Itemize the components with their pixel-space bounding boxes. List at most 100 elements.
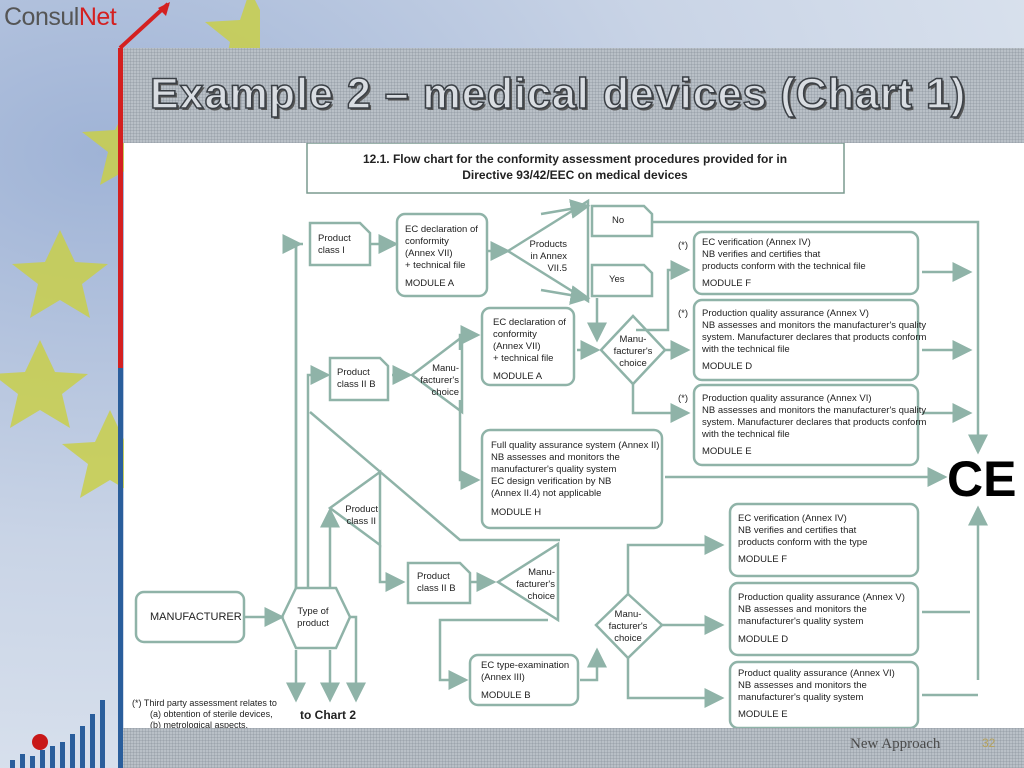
choice-top-1: Manu- [620, 334, 647, 345]
manufacturer-choice-diamond-bottom [594, 592, 664, 660]
classIIb-top-1: Product [337, 367, 370, 378]
yes-box [590, 263, 654, 298]
choice-low-2: facturer's [609, 621, 648, 632]
choice-top-3: choice [619, 358, 646, 369]
ec-type-examination-b-box [468, 653, 580, 707]
eTop-1: Production quality assurance (Annex VI) [702, 393, 872, 404]
bar-graph-decoration [10, 700, 105, 768]
h-6: MODULE H [491, 507, 541, 518]
ce-mark: CE [947, 451, 1016, 507]
production-qa-d-bottom-box [728, 581, 920, 657]
dTop-1: Production quality assurance (Annex V) [702, 308, 869, 319]
full-qa-h-box [480, 428, 664, 530]
h-1: Full quality assurance system (Annex II) [491, 440, 659, 451]
annex-1: Products [530, 239, 568, 250]
h-4: EC design verification by NB [491, 476, 611, 487]
dBot-1: Production quality assurance (Annex V) [738, 592, 905, 603]
choice-mid-3: choice [432, 387, 459, 398]
fBot-3: products conform with the type [738, 537, 867, 548]
product-class-II-triangle [327, 469, 382, 548]
ecdecl-mid-5: MODULE A [493, 371, 543, 382]
eTop-2: NB assesses and monitors the manufacture… [702, 405, 926, 416]
dTop-2: NB assesses and monitors the manufacture… [702, 320, 926, 331]
eTop-5: MODULE E [702, 446, 752, 457]
ecdecl-top-2: conformity [405, 236, 449, 247]
fBot-2: NB verifies and certifies that [738, 525, 857, 536]
consulnet-logo: ConsulNet [4, 3, 117, 31]
dBot-4: MODULE D [738, 634, 788, 645]
b-2: (Annex III) [481, 672, 525, 683]
product-class-I-box [308, 221, 372, 267]
type-of-product-hexagon [280, 586, 352, 650]
blue-accent-bar [118, 368, 123, 768]
ecdecl-top-3: (Annex VII) [405, 248, 453, 259]
classII-1: Product [345, 504, 378, 515]
fTop-4: MODULE F [702, 278, 751, 289]
classII-2: class II [346, 516, 376, 527]
fBot-1: EC verification (Annex IV) [738, 513, 847, 524]
dTop-4: with the technical file [701, 344, 790, 355]
logo-arrow-icon [118, 2, 170, 50]
dTop-5: MODULE D [702, 361, 752, 372]
ecdecl-top-5: MODULE A [405, 278, 455, 289]
choice-mid-2: facturer's [420, 375, 459, 386]
choice-bot-3: choice [528, 591, 555, 602]
choice-low-1: Manu- [615, 609, 642, 620]
no-box [590, 204, 654, 238]
fTop-1: EC verification (Annex IV) [702, 237, 811, 248]
eBot-3: manufacturer's quality system [738, 692, 863, 703]
product-qa-e-bottom-box [728, 660, 920, 728]
ecdecl-top-1: EC declaration of [405, 224, 478, 235]
classIIb-bot-1: Product [417, 571, 450, 582]
fTop-2: NB verifies and certifies that [702, 249, 821, 260]
manufacturer-label: MANUFACTURER [150, 611, 242, 623]
ecdecl-mid-3: (Annex VII) [493, 341, 541, 352]
ec-verification-f-top-box [692, 230, 920, 296]
red-accent-bar [118, 48, 123, 368]
eTop-4: with the technical file [701, 429, 790, 440]
b-1: EC type-examination [481, 660, 569, 671]
type-of-product-line2: product [297, 618, 329, 629]
asterisk-1: (*) [678, 240, 688, 251]
eBot-2: NB assesses and monitors the [738, 680, 867, 691]
chart-header-line2: Directive 93/42/EEC on medical devices [462, 168, 688, 182]
flowchart-panel: 12.1. Flow chart for the conformity asse… [124, 143, 1024, 728]
page-number: 32 [982, 736, 996, 750]
eBot-1: Product quality assurance (Annex VI) [738, 668, 895, 679]
chart-header-line1: 12.1. Flow chart for the conformity asse… [363, 152, 787, 166]
manufacturer-choice-triangle-bottom [495, 541, 560, 623]
footnote-3: (b) metrological aspects. [150, 720, 248, 728]
manufacturer-choice-diamond-top [599, 314, 667, 386]
choice-mid-1: Manu- [432, 363, 459, 374]
footer-stripe [118, 728, 1024, 768]
h-5: (Annex II.4) not applicable [491, 488, 601, 499]
manufacturer-choice-triangle-mid [409, 334, 464, 415]
fBot-4: MODULE F [738, 554, 787, 565]
class-I-line1: Product [318, 233, 351, 244]
eTop-3: system. Manufacturer declares that produ… [702, 417, 926, 428]
choice-top-2: facturer's [614, 346, 653, 357]
products-annex-triangle [505, 198, 590, 304]
choice-bot-2: facturer's [516, 579, 555, 590]
h-3: manufacturer's quality system [491, 464, 616, 475]
slide-title: Example 2 – medical devices (Chart 1) [149, 69, 967, 119]
ec-declaration-mid-box [480, 306, 576, 387]
asterisk-2: (*) [678, 308, 688, 319]
classIIb-bot-2: class II B [417, 583, 456, 594]
ec-declaration-top-box [395, 212, 489, 298]
footnote-2: (a) obtention of sterile devices, [150, 709, 273, 719]
eBot-4: MODULE E [738, 709, 788, 720]
header-box [306, 143, 845, 194]
h-2: NB assesses and monitors the [491, 452, 620, 463]
product-class-IIb-bottom-box [406, 561, 472, 605]
title-stripe [118, 48, 1024, 143]
ec-verification-f-bottom-box [728, 502, 920, 578]
no-label: No [612, 215, 624, 226]
fTop-3: products conform with the technical file [702, 261, 866, 272]
ecdecl-mid-1: EC declaration of [493, 317, 566, 328]
choice-low-3: choice [614, 633, 641, 644]
type-of-product-line1: Type of [297, 606, 329, 617]
ecdecl-mid-4: + technical file [493, 353, 553, 364]
asterisk-3: (*) [678, 393, 688, 404]
footnote-1: (*) Third party assessment relates to [132, 698, 277, 708]
